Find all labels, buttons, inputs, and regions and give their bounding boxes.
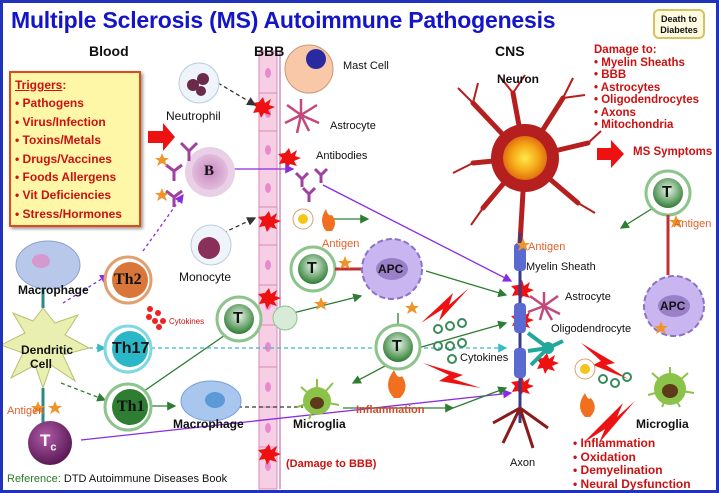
neuron-label: Neuron (497, 72, 539, 86)
trigger-item: • Vit Deficiencies (15, 188, 112, 203)
outcome-item: • Inflammation (573, 436, 656, 450)
antigen-stars (31, 153, 683, 414)
trigger-arrow (148, 123, 175, 151)
antigen-label-right: Antigen (674, 218, 712, 230)
microglia-center-label: Microglia (293, 417, 346, 431)
macrophage-bottom-label: Macrophage (173, 417, 244, 431)
microglia-right-label: Microglia (636, 417, 689, 431)
outcome-item: • Demyelination (573, 463, 663, 477)
t-cells (215, 169, 692, 371)
microglia-shapes (296, 367, 695, 420)
triggers-box: Triggers: • Pathogens • Virus/Infection … (9, 71, 141, 227)
neutrophil-label: Neutrophil (166, 109, 221, 123)
astrocyte-cns-label: Astrocyte (565, 291, 611, 303)
trigger-item: • Virus/Infection (15, 114, 106, 129)
myelin-axon (492, 233, 549, 449)
death-to-diabetes-badge[interactable]: Death to Diabetes (653, 9, 705, 39)
reference-label: Reference: (7, 473, 61, 485)
tc-cell-shape (28, 421, 72, 465)
cytokine-dots (433, 318, 632, 388)
oligodendrocyte-label: Oligodendrocyte (551, 323, 632, 335)
damage-to-bbb-label: (Damage to BBB) (286, 458, 377, 470)
axon-label: Axon (510, 457, 536, 469)
antibody-shapes (165, 141, 329, 207)
section-cns: CNS (495, 43, 525, 59)
lightning-bolts (421, 288, 635, 443)
damage-item: • Mitochondria (594, 119, 674, 131)
section-bbb: BBB (254, 43, 285, 59)
outcome-item: • Oxidation (573, 449, 636, 464)
outcome-item: • Neural Dysfunction (573, 476, 691, 491)
t-cell-label: T (233, 310, 243, 327)
monocyte-label: Monocyte (179, 270, 232, 284)
symptoms-arrow (597, 140, 624, 168)
monocyte-arrow (222, 217, 257, 234)
tc-cell-label: Tc (40, 431, 57, 454)
antibody-arrows (62, 164, 513, 441)
section-blood: Blood (89, 43, 129, 59)
astrocyte-bbb-label: Astrocyte (330, 120, 376, 132)
reference-text: DTD Autoimmune Diseases Book (60, 473, 228, 485)
th17-label: Th17 (112, 340, 150, 357)
apc-label: APC (378, 262, 404, 276)
cytokines-left-label: Cytokines (169, 317, 205, 326)
t-cell-label: T (662, 184, 672, 201)
neutrophil-arrow (217, 82, 257, 106)
th1-label: Th1 (117, 398, 145, 415)
neuron (452, 74, 602, 246)
damage-heading: Damage to: (594, 44, 657, 56)
damage-item: • Astrocytes (594, 81, 661, 94)
trigger-item: • Toxins/Metals (15, 133, 102, 148)
outcomes-list: • Inflammation • Oxidation • Demyelinati… (573, 436, 691, 491)
damage-item: • Oligodendrocytes (594, 94, 700, 106)
damage-item: • BBB (594, 69, 627, 81)
antibodies-label: Antibodies (316, 150, 368, 162)
helper-t-cells (103, 255, 153, 432)
reference-footer: Reference: DTD Autoimmune Diseases Book (7, 473, 227, 485)
oligodendrocyte-shape (526, 331, 564, 367)
badge-line-1: Death to (661, 14, 697, 24)
pathway-artwork (3, 44, 705, 490)
cytokine-red-dots (146, 306, 166, 330)
flames (322, 209, 595, 417)
page-title: Multiple Sclerosis (MS) Autoimmune Patho… (11, 7, 556, 33)
astrocyte-shapes (284, 99, 561, 321)
antigen-label-left: Antigen (7, 405, 45, 417)
dendritic-cell-label-2: Cell (30, 357, 53, 371)
dc-to-th1-arrow (60, 382, 107, 402)
t-cell-label: T (392, 338, 402, 355)
trigger-item: • Drugs/Vaccines (15, 151, 112, 166)
damage-list: Damage to: • Myelin Sheaths • BBB • Astr… (594, 44, 699, 132)
antigen-label-cns: Antigen (528, 241, 566, 253)
t-cell-label: T (307, 260, 317, 277)
b-cell-label: B (204, 163, 215, 179)
badge-line-2: Diabetes (660, 25, 698, 35)
apc-right-label: APC (660, 299, 686, 313)
ms-symptoms-label: MS Symptoms (633, 146, 713, 158)
apc-cells (335, 215, 705, 337)
cytokines-center-label: Cytokines (460, 352, 509, 364)
dendritic-cell-label-1: Dendritic (21, 343, 74, 357)
damage-item: • Myelin Sheaths (594, 56, 685, 69)
mast-cell-label: Mast Cell (343, 60, 389, 72)
trigger-item: • Foods Allergens (15, 170, 117, 185)
triggers-heading: Triggers (15, 78, 63, 92)
antigen-label-center: Antigen (322, 238, 360, 250)
trigger-item: • Stress/Hormones (15, 206, 122, 221)
macrophage-top-label: Macrophage (18, 283, 89, 297)
damage-item: • Axons (594, 106, 636, 119)
inflammation-label: Inflammation (356, 404, 425, 416)
bbb-wall (258, 50, 281, 490)
myelin-sheath-label: Myelin Sheath (526, 261, 596, 273)
trigger-item: • Pathogens (15, 96, 84, 111)
th2-label: Th2 (114, 271, 142, 288)
